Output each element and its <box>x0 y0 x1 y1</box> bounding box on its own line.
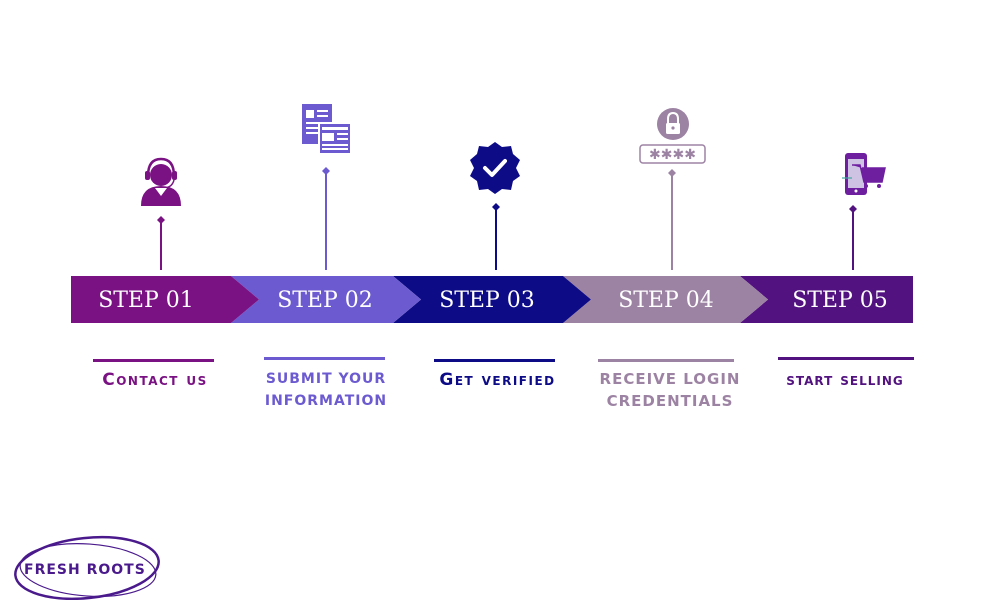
verified-badge-icon <box>470 142 520 194</box>
padlock-password-icon: ✱✱✱✱ <box>639 108 706 164</box>
step-03-caption-text: Get verified <box>439 370 556 390</box>
step-05-label: STEP 05 <box>792 288 888 313</box>
step-01-caption-text: Contact us <box>102 370 208 390</box>
step-04-caption-line1: RECEIVE LOGIN <box>599 370 741 388</box>
step-04-connector <box>668 169 676 270</box>
step-02-connector <box>322 167 330 270</box>
step-04-label: STEP 04 <box>618 288 714 313</box>
step-01-caption-bar <box>93 359 214 362</box>
step-05-caption-text: start selling <box>786 370 904 390</box>
step-05-caption-bar <box>778 357 914 360</box>
step-03-label: STEP 03 <box>439 288 535 313</box>
step-04-caption: RECEIVE LOGIN CREDENTIALS <box>590 368 750 412</box>
step-01-band <box>71 276 259 323</box>
mobile-shopping-cart-icon <box>842 153 886 195</box>
step-03-caption: Get verified <box>420 369 575 391</box>
documents-icon <box>302 104 350 154</box>
step-01-label: STEP 01 <box>98 288 194 313</box>
step-03-connector <box>492 203 500 270</box>
step-04-caption-bar <box>598 359 734 362</box>
fresh-roots-logo <box>14 535 160 600</box>
step-05-connector <box>849 205 857 270</box>
step-02-caption-line1: SUBMIT YOUR <box>265 371 387 387</box>
step-05-caption: start selling <box>770 369 920 391</box>
step-03-band <box>393 276 591 323</box>
step-01-caption: Contact us <box>80 369 230 391</box>
step-02-caption-line2: INFORMATION <box>264 393 388 409</box>
step-01-connector <box>157 216 165 270</box>
step-04-caption-line2: CREDENTIALS <box>606 392 734 410</box>
step-02-caption: SUBMIT YOUR INFORMATION <box>246 368 406 412</box>
svg-text:✱✱✱✱: ✱✱✱✱ <box>649 147 696 163</box>
step-05-band <box>740 276 913 323</box>
step-02-band <box>231 276 421 323</box>
step-02-caption-bar <box>264 357 385 360</box>
logo-text: FRESH ROOTS <box>24 562 146 578</box>
headset-agent-icon <box>141 157 181 206</box>
step-03-caption-bar <box>434 359 555 362</box>
step-02-label: STEP 02 <box>277 288 373 313</box>
step-04-band <box>563 276 768 323</box>
